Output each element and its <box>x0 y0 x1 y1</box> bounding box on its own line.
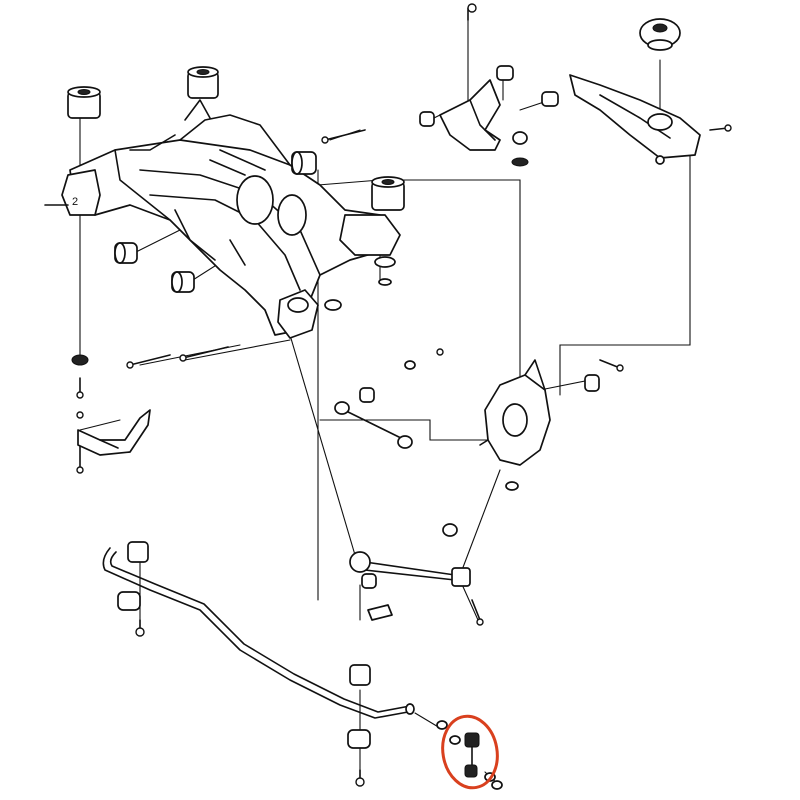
bolts <box>76 3 732 787</box>
bushing-right <box>371 176 405 211</box>
highlight-circle <box>441 714 499 790</box>
bushing-top-middle <box>187 66 219 99</box>
stabilizer-bar <box>102 541 448 749</box>
spring-link-arm <box>569 18 701 165</box>
bushing-side-1 <box>114 242 138 264</box>
stabilizer-bushing-right <box>347 664 371 749</box>
subframe-bushings <box>67 66 405 311</box>
stabilizer-bushing-left <box>117 541 149 611</box>
part-number-2: 2 <box>72 196 78 208</box>
bushing-side-2 <box>171 271 195 293</box>
leader-lines <box>79 19 691 785</box>
rear-subframe <box>44 99 401 339</box>
lower-link <box>349 523 471 621</box>
stabilizer-link <box>449 732 503 790</box>
upper-control-arm <box>419 65 559 167</box>
bushing-top-left <box>67 86 101 119</box>
wheel-knuckle <box>479 359 600 466</box>
toe-link <box>334 387 413 449</box>
part-number-label: 2 <box>72 196 78 208</box>
bracket <box>71 354 151 456</box>
bushing-side-3 <box>291 151 317 175</box>
